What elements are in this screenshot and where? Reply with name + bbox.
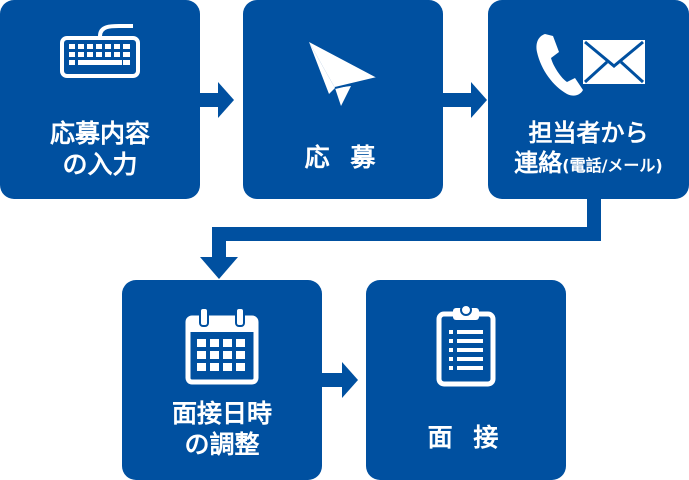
step-schedule-label: 面接日時 の調整 bbox=[122, 398, 322, 461]
step-entry-input-line2: の入力 bbox=[62, 150, 138, 180]
step-schedule-line1: 面接日時 bbox=[171, 399, 272, 428]
step-interview-line1: 面 接 bbox=[427, 423, 505, 452]
step-apply-label: 応 募 bbox=[243, 142, 443, 173]
calendar-icon bbox=[185, 307, 259, 385]
step-contact-note: (電話/メール) bbox=[562, 156, 663, 175]
step-entry-input-label: 応募内容 の入力 bbox=[0, 118, 200, 181]
step-entry-input: 応募内容 の入力 bbox=[0, 0, 200, 199]
keyboard-icon bbox=[60, 24, 140, 78]
step-contact: 担当者から 連絡(電話/メール) bbox=[488, 0, 689, 199]
arrow-step3-to-step4 bbox=[200, 199, 601, 279]
step-interview-label: 面 接 bbox=[366, 422, 566, 453]
arrow-step1-to-step2 bbox=[200, 82, 234, 118]
arrow-step2-to-step3 bbox=[443, 82, 487, 118]
phone-mail-icon bbox=[535, 34, 645, 96]
step-apply: 応 募 bbox=[243, 0, 443, 199]
step-apply-line1: 応 募 bbox=[304, 143, 382, 172]
step-entry-input-line1: 応募内容 bbox=[49, 119, 150, 148]
step-schedule-line2: の調整 bbox=[184, 430, 260, 460]
step-interview: 面 接 bbox=[366, 280, 566, 480]
step-contact-line2: 連絡 bbox=[514, 149, 563, 177]
step-schedule: 面接日時 の調整 bbox=[122, 280, 322, 480]
step-contact-line1: 担当者から bbox=[528, 119, 649, 147]
paper-plane-icon bbox=[309, 42, 378, 106]
clipboard-icon bbox=[436, 304, 496, 387]
step-contact-label: 担当者から 連絡(電話/メール) bbox=[488, 118, 689, 178]
arrow-step4-to-step5 bbox=[322, 362, 358, 398]
